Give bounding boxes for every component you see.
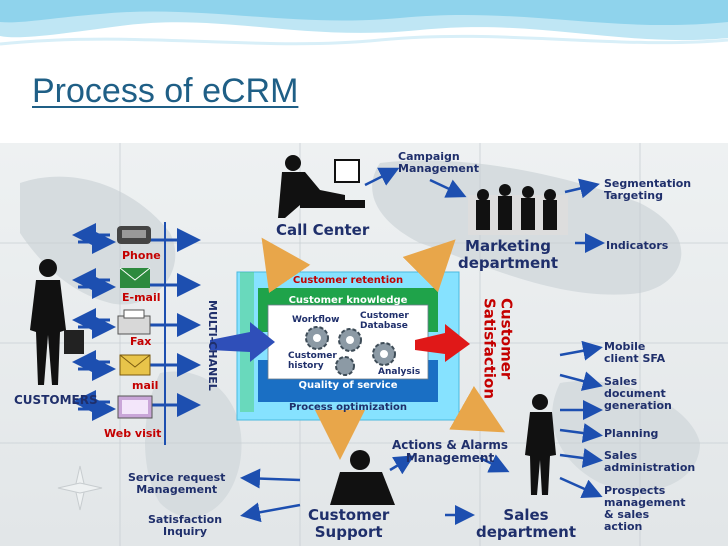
satisfaction-inquiry-label: Satisfaction Inquiry — [148, 513, 223, 539]
multi-channel-arrow — [210, 322, 275, 362]
quality-of-service-label: Quality of service — [298, 380, 398, 391]
channel-email-label: E-mail — [122, 291, 161, 304]
service-request-label: Service request Management — [128, 471, 226, 497]
sales-document-generation-label: Sales document generation — [604, 375, 672, 413]
web-visit-icon — [117, 395, 153, 419]
customer-history-label: Customer history — [288, 351, 337, 371]
prospects-management-label: Prospects management & sales action — [604, 484, 686, 534]
customer-retention-label: Customer retention — [292, 275, 404, 286]
call-center-figure-icon — [278, 155, 365, 218]
meeting-figure-icon — [468, 184, 568, 235]
fax-icon — [117, 309, 151, 335]
channel-web-visit-label: Web visit — [104, 427, 162, 440]
slide-header: Process of eCRM — [0, 0, 728, 140]
indicators-label: Indicators — [606, 239, 669, 252]
channel-phone-label: Phone — [122, 249, 161, 262]
channel-fax-label: Fax — [130, 335, 152, 348]
analysis-label: Analysis — [378, 367, 421, 377]
campaign-management-label: Campaign Management — [398, 150, 479, 176]
sales-figure-icon — [525, 394, 556, 495]
planning-label: Planning — [604, 427, 659, 440]
customer-knowledge-label: Customer knowledge — [288, 295, 408, 306]
email-icon — [119, 267, 151, 288]
compass-rose-icon — [57, 465, 103, 511]
segmentation-targeting-label: Segmentation Targeting — [604, 177, 692, 203]
call-center-label: Call Center — [276, 221, 370, 239]
mobile-client-sfa-label: Mobile client SFA — [604, 340, 666, 366]
process-optimization-label: Process optimization — [288, 402, 408, 413]
mail-icon — [119, 354, 151, 376]
multi-channel-label: MULTI-CHANEL — [206, 300, 220, 391]
channel-mail-label: mail — [132, 379, 159, 392]
customers-label: CUSTOMERS — [14, 393, 98, 407]
support-figure-icon — [330, 450, 395, 505]
customer-support-label: Customer Support — [308, 506, 390, 541]
marketing-department-label: Marketing department — [458, 237, 558, 272]
workflow-label: Workflow — [292, 315, 340, 325]
gear-icon — [305, 326, 396, 376]
sales-administration-label: Sales administration — [604, 449, 696, 475]
phone-icon — [117, 226, 151, 244]
page-title: Process of eCRM — [32, 72, 299, 110]
wave-decoration — [0, 0, 728, 46]
actions-alarms-label: Actions & Alarms Management — [392, 438, 509, 466]
customer-database-label: Customer Database — [360, 311, 409, 331]
satisfaction-arrow — [415, 324, 470, 362]
customer-satisfaction-label: Customer Satisfaction — [480, 298, 516, 400]
sales-department-label: Sales department — [476, 506, 576, 541]
customer-figure-icon — [30, 259, 84, 385]
